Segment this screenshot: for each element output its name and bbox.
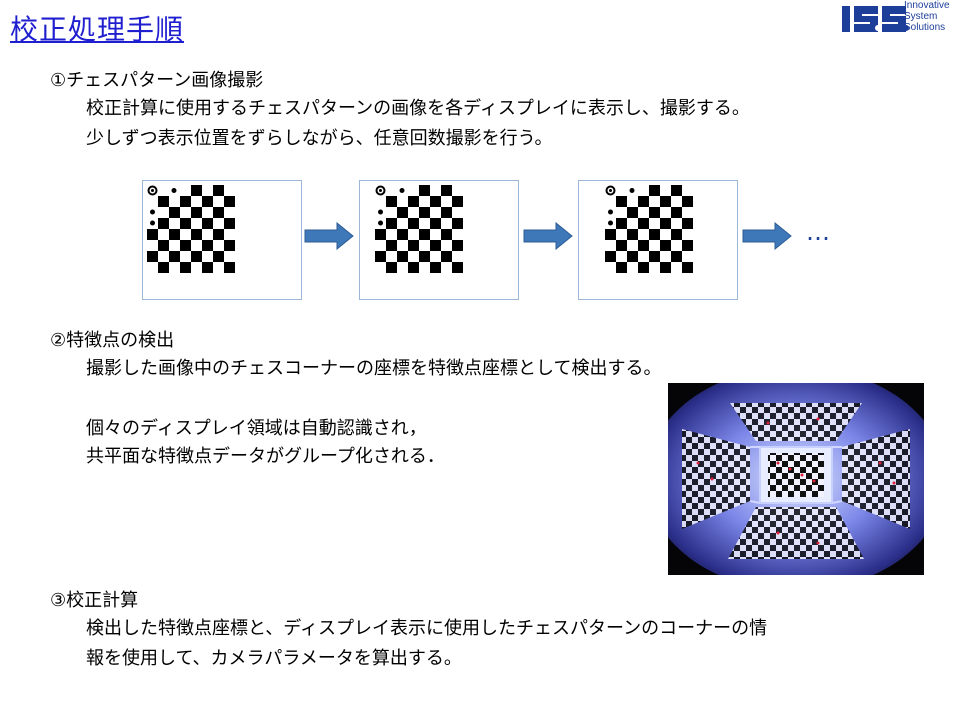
chess-panel-3 <box>578 180 738 300</box>
chess-panel-1 <box>142 180 302 300</box>
step1-line1: 校正計算に使用するチェスパターンの画像を各ディスプレイに表示し、撮影する。 <box>86 98 750 119</box>
step2-line3: 個々のディスプレイ領域は自動認識され， <box>86 418 427 439</box>
arrow-right-icon <box>742 222 792 250</box>
step1-line2: 少しずつ表示位置をずらしながら、任意回数撮影を行う。 <box>86 128 553 149</box>
arrow-right-icon <box>304 222 354 250</box>
arrow-right-icon <box>523 222 573 250</box>
chessboard-image <box>375 185 463 273</box>
continuation-ellipsis: … <box>806 218 832 246</box>
logo-text: Innovative System Solutions <box>904 0 950 33</box>
step3-line2: 報を使用して、カメラパラメータを算出する。 <box>86 648 462 669</box>
step3-heading: ③校正計算 <box>50 590 139 611</box>
step2-heading: ②特徴点の検出 <box>50 330 175 351</box>
step2-line4: 共平面な特徴点データがグループ化される． <box>86 446 445 467</box>
chess-panel-2 <box>359 180 519 300</box>
page-title: 校正処理手順 <box>10 13 185 46</box>
chessboard-image <box>147 185 235 273</box>
chessboard-image <box>605 185 693 273</box>
step3-line1: 検出した特徴点座標と、ディスプレイ表示に使用したチェスパターンのコーナーの情 <box>86 618 768 639</box>
iss-logo <box>842 6 909 32</box>
fisheye-capture-photo <box>668 383 924 575</box>
step1-heading: ①チェスパターン画像撮影 <box>50 70 264 91</box>
step2-line1: 撮影した画像中のチェスコーナーの座標を特徴点座標として検出する。 <box>86 358 662 379</box>
